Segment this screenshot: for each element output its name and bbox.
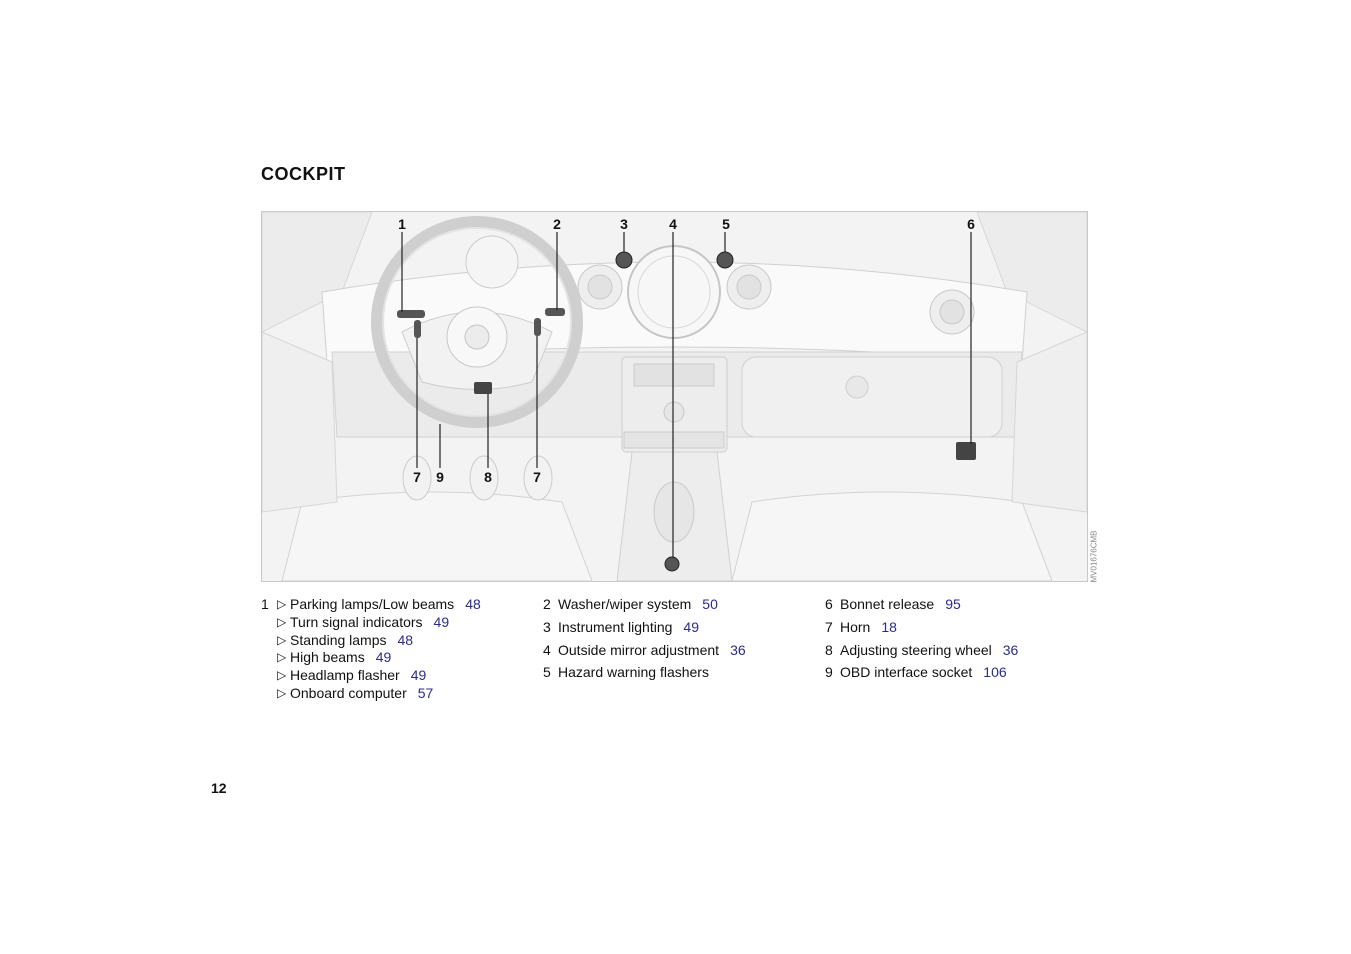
page-link[interactable]: 50 [702,596,718,612]
cockpit-drawing: 1 2 3 4 5 6 7 9 8 7 [262,212,1087,581]
page-link[interactable]: 36 [1002,641,1019,658]
legend-item: 9 OBD interface socket 106 [825,664,1095,682]
legend-column-2: 2 Washer/wiper system 50 3 Instrument li… [543,596,813,687]
legend-number: 4 [543,641,551,658]
page-link[interactable]: 57 [417,684,434,701]
triangle-bullet-icon: ▷ [277,632,287,647]
legend-column-1: 1 ▷ Parking lamps/Low beams 48 ▷ Turn si… [261,596,531,703]
page-link[interactable]: 48 [397,631,414,648]
legend-item: 4 Outside mirror adjustment 36 [543,642,813,660]
legend-label: Washer/wiper system [558,596,692,612]
page-link[interactable]: 49 [683,618,699,635]
legend-number: 7 [825,618,833,635]
page-link[interactable]: 106 [983,664,1007,681]
legend-label: High beams [290,649,365,666]
page-link[interactable]: 18 [881,618,897,635]
callout-8: 8 [484,469,492,485]
triangle-bullet-icon: ▷ [277,650,287,665]
legend-label: Turn signal indicators [290,613,423,630]
triangle-bullet-icon: ▷ [277,597,287,611]
triangle-bullet-icon: ▷ [277,685,287,700]
page-link[interactable]: 95 [945,596,961,612]
legend-subitem: ▷ Headlamp flasher 49 [261,667,531,685]
callout-2: 2 [553,216,561,232]
legend-number: 2 [543,596,551,612]
legend-subitem: ▷ High beams 49 [261,649,531,667]
legend-number: 3 [543,618,551,635]
callout-5: 5 [722,216,730,232]
legend-item: 7 Horn 18 [825,619,1095,637]
legend-column-3: 6 Bonnet release 95 7 Horn 18 8 Adjustin… [825,596,1095,687]
page-link[interactable]: 48 [465,596,481,612]
legend-label: Hazard warning flashers [558,664,709,681]
triangle-bullet-icon: ▷ [277,614,287,629]
triangle-bullet-icon: ▷ [277,668,287,683]
legend-label: Parking lamps/Low beams [290,596,455,612]
legend-item: 6 Bonnet release 95 [825,596,1095,614]
legend-item: 5 Hazard warning flashers [543,664,813,682]
legend-label: Instrument lighting [558,618,673,635]
callout-7-left: 7 [413,469,421,485]
page-link[interactable]: 49 [375,649,392,666]
legend-number: 1 [261,596,269,612]
legend-label: Standing lamps [290,631,387,648]
cockpit-illustration: 1 2 3 4 5 6 7 9 8 7 [261,211,1088,582]
legend-number: 5 [543,664,551,681]
legend-label: Headlamp flasher [290,667,400,684]
page-number: 12 [211,780,227,796]
page-title: COCKPIT [261,164,346,184]
legend-item: 1 ▷ Parking lamps/Low beams 48 [261,596,531,614]
legend-label: Bonnet release [840,596,935,612]
legend-label: Outside mirror adjustment [558,641,720,658]
legend-label: Horn [840,618,871,635]
figure-code: MV01676CMB [1089,530,1099,583]
legend-subitem: ▷ Onboard computer 57 [261,685,531,703]
callout-4: 4 [669,216,677,232]
legend-subitem: ▷ Turn signal indicators 49 [261,614,531,632]
legend-label: Onboard computer [290,684,407,701]
callout-6: 6 [967,216,975,232]
legend-label: OBD interface socket [840,664,973,681]
callout-3: 3 [620,216,628,232]
legend-number: 6 [825,596,833,612]
legend-number: 9 [825,664,833,681]
legend-label: Adjusting steering wheel [840,641,992,658]
legend-number: 8 [825,641,833,658]
page-link[interactable]: 49 [433,613,450,630]
callout-9: 9 [436,469,444,485]
callout-1: 1 [398,216,406,232]
legend-item: 2 Washer/wiper system 50 [543,596,813,614]
page-link[interactable]: 49 [410,667,427,684]
legend-item: 3 Instrument lighting 49 [543,619,813,637]
callout-7-right: 7 [533,469,541,485]
legend-subitem: ▷ Standing lamps 48 [261,632,531,650]
legend-item: 8 Adjusting steering wheel 36 [825,642,1095,660]
page-link[interactable]: 36 [730,641,746,658]
